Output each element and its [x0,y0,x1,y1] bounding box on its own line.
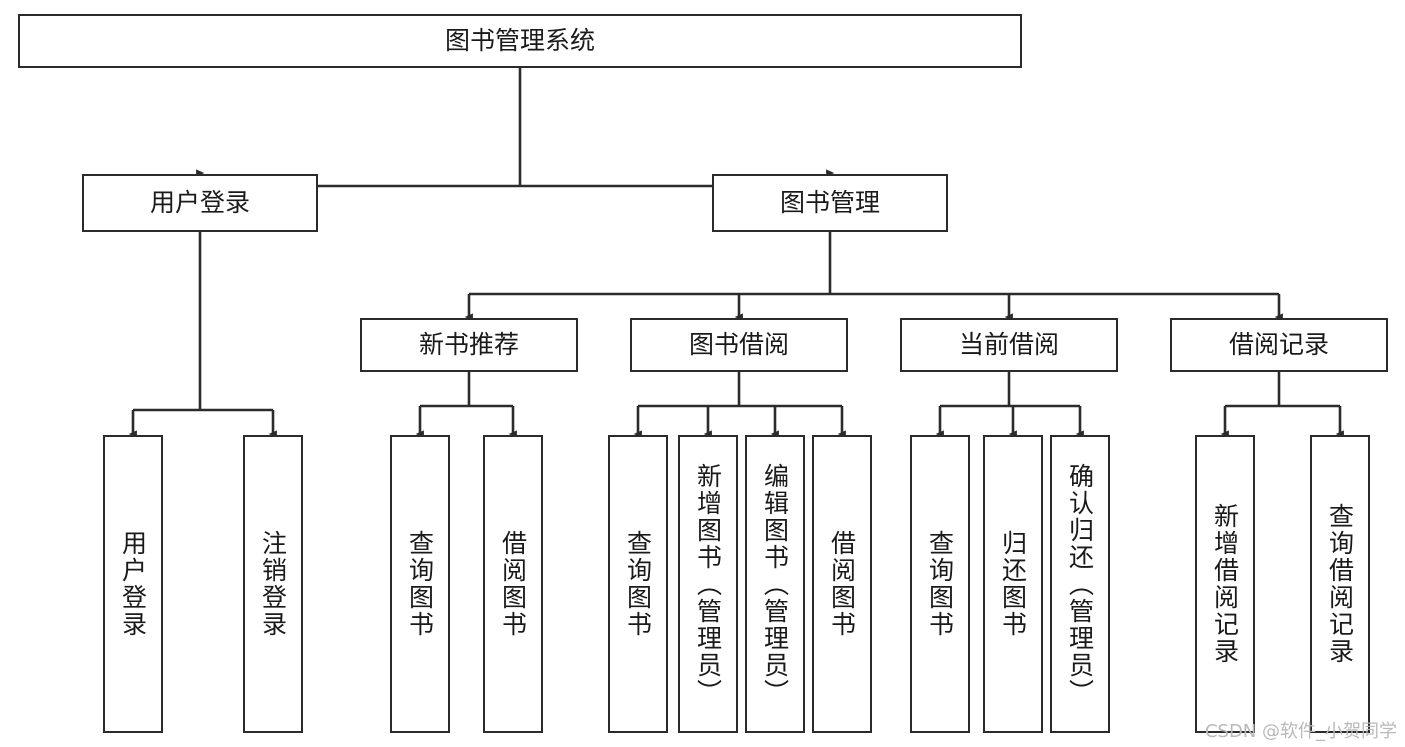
node-label: 图书管理 [779,188,880,217]
node-label: 借阅图书 [498,530,528,638]
node-label: 编辑图书（管理员） [760,462,790,706]
node-label: 用户登录 [149,188,250,217]
node-root-book-management-system[interactable]: 图书管理系统 [18,14,1022,68]
node-label: 查询借阅记录 [1325,503,1355,665]
node-leaf-return-book[interactable]: 归还图书 [983,435,1043,733]
node-label: 借阅图书 [827,530,857,638]
node-leaf-query-borrow-record[interactable]: 查询借阅记录 [1310,435,1370,733]
node-label: 新增图书（管理员） [693,462,723,706]
node-leaf-query-book-recommend[interactable]: 查询图书 [390,435,450,733]
node-label: 新书推荐 [418,330,519,359]
node-book-management[interactable]: 图书管理 [712,174,948,232]
node-label: 新增借阅记录 [1210,503,1240,665]
node-current-borrow[interactable]: 当前借阅 [900,318,1118,372]
node-leaf-query-book-current[interactable]: 查询图书 [910,435,970,733]
node-new-book-recommend[interactable]: 新书推荐 [360,318,578,372]
node-label: 用户登录 [118,530,148,638]
node-user-login[interactable]: 用户登录 [82,174,318,232]
node-leaf-confirm-return-admin[interactable]: 确认归还（管理员） [1050,435,1110,733]
node-borrow-record[interactable]: 借阅记录 [1170,318,1388,372]
node-leaf-add-borrow-record[interactable]: 新增借阅记录 [1195,435,1255,733]
node-leaf-borrow-book-recommend[interactable]: 借阅图书 [483,435,543,733]
node-label: 借阅记录 [1228,330,1329,359]
node-label: 归还图书 [998,530,1028,638]
node-label: 确认归还（管理员） [1065,462,1095,706]
node-label: 注销登录 [258,530,288,638]
node-leaf-user-login[interactable]: 用户登录 [103,435,163,733]
node-leaf-query-book-borrow[interactable]: 查询图书 [608,435,668,733]
node-book-borrow[interactable]: 图书借阅 [630,318,848,372]
node-label: 图书借阅 [688,330,789,359]
node-label: 查询图书 [405,530,435,638]
node-leaf-edit-book-admin[interactable]: 编辑图书（管理员） [745,435,805,733]
csdn-watermark: CSDN @软件_小贺同学 [1204,721,1397,742]
node-label: 图书管理系统 [444,26,595,55]
node-leaf-borrow-book[interactable]: 借阅图书 [812,435,872,733]
node-label: 查询图书 [925,530,955,638]
node-leaf-add-book-admin[interactable]: 新增图书（管理员） [678,435,738,733]
node-label: 查询图书 [623,530,653,638]
node-leaf-logout[interactable]: 注销登录 [243,435,303,733]
node-label: 当前借阅 [958,330,1059,359]
